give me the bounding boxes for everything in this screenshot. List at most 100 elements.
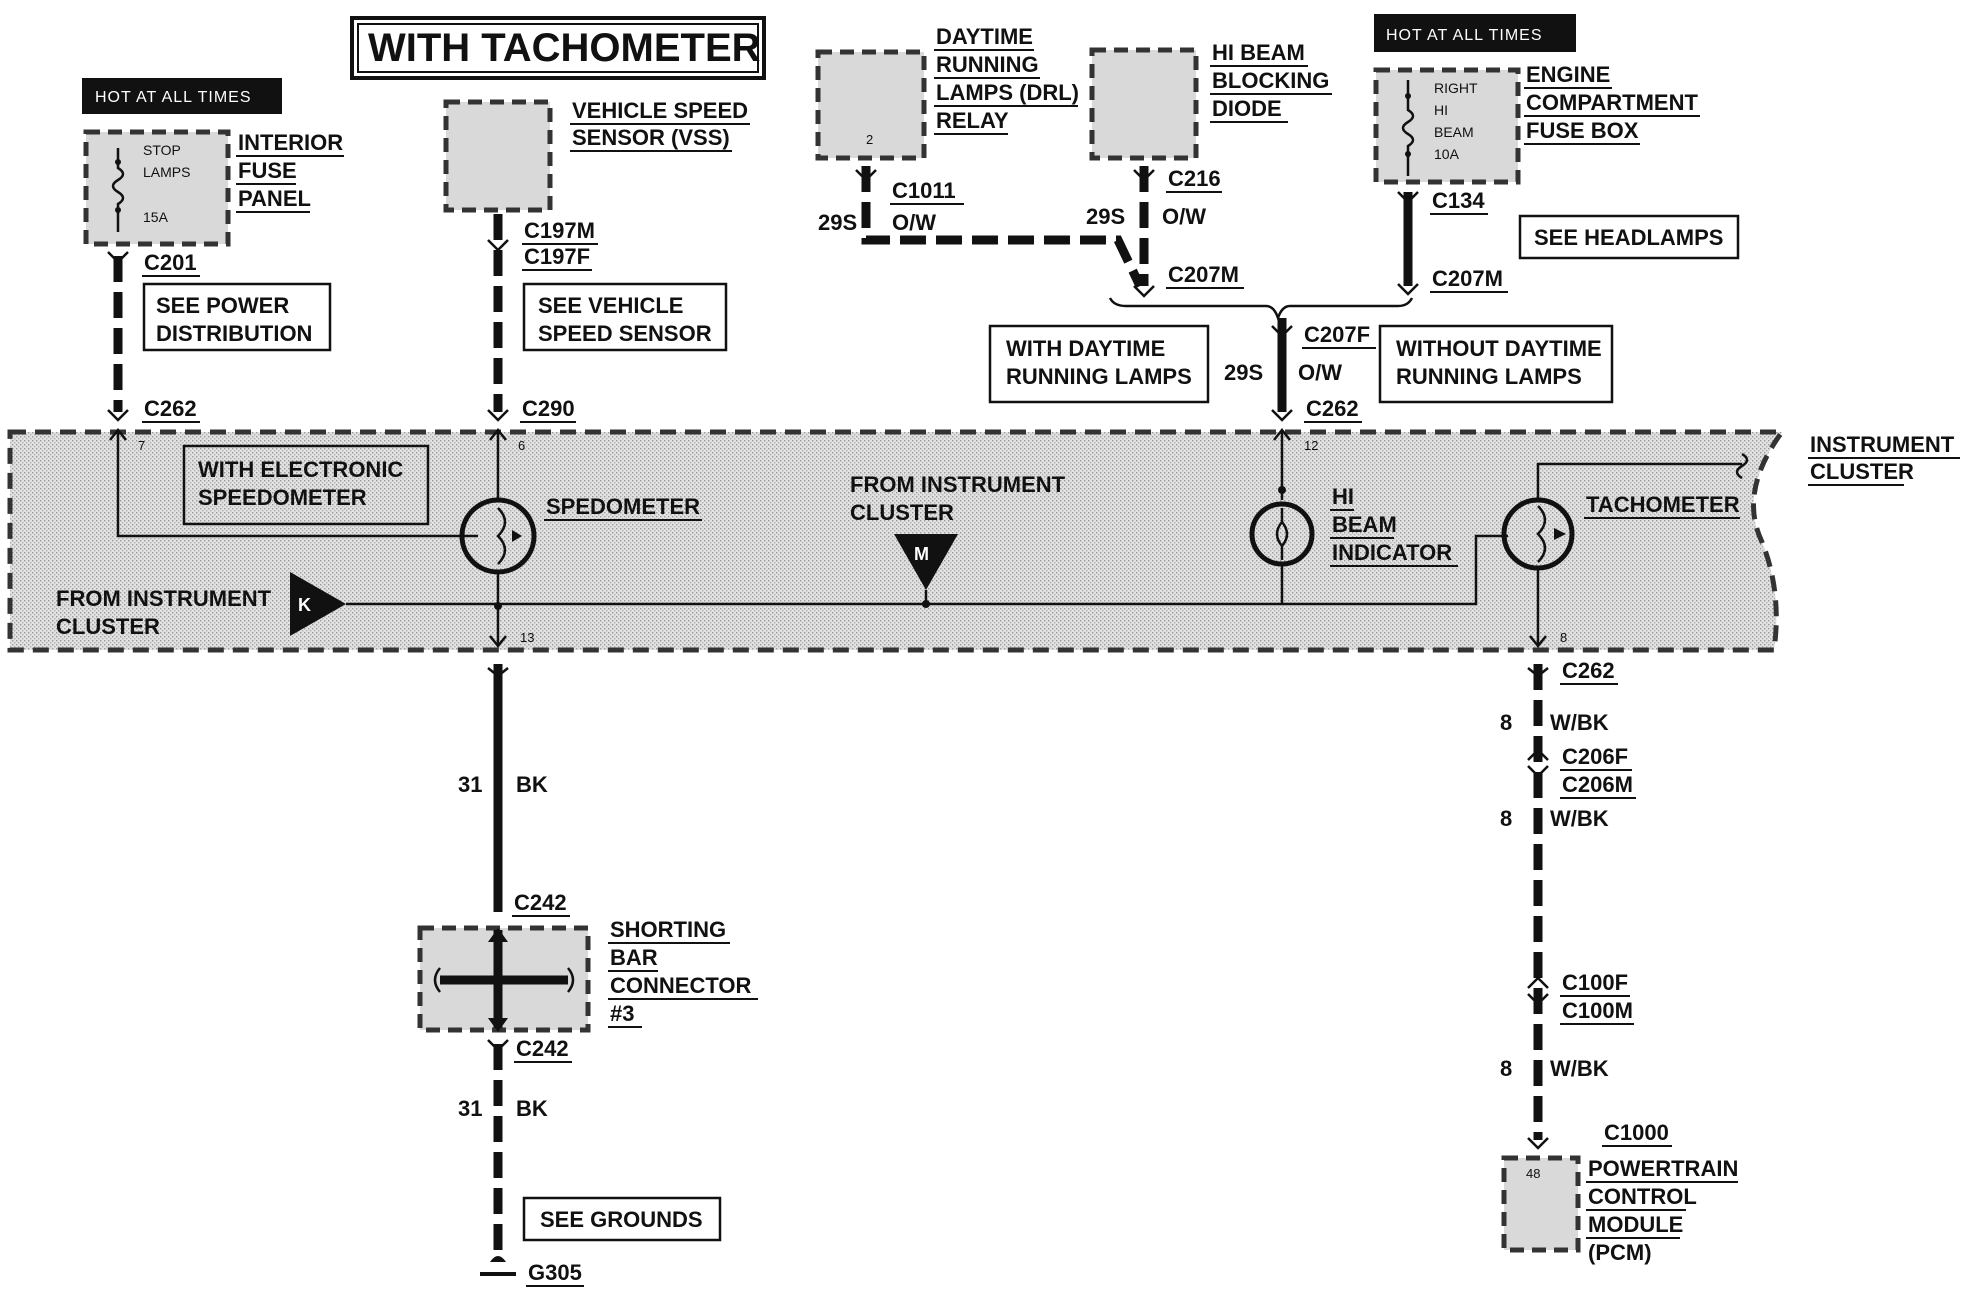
note-grounds [522,1196,722,1242]
reference-m-triangle [894,534,958,590]
tach-circuit-3: 8 [1500,1056,1512,1081]
note-headlamps [1518,214,1740,260]
note-vss-line-1: SEE VEHICLE [538,293,683,318]
connector-c100f: C100F [1562,970,1628,995]
shorting-bar-label-1: SHORTING [610,917,726,942]
drl-label-4: RELAY [936,108,1009,133]
note-power-line-1: SEE POWER [156,293,289,318]
pin-7: 7 [138,438,145,453]
connector-c201: C201 [144,250,197,275]
interior-fuse-label-3: PANEL [238,186,311,211]
connector-c290: C290 [522,396,575,421]
interior-fuse-label-2: FUSE [238,158,297,183]
pcm-label-1: POWERTRAIN [1588,1156,1738,1181]
pin-12: 12 [1304,438,1318,453]
vehicle-speed-sensor [443,99,553,213]
connector-c206m: C206M [1562,772,1633,797]
diode-color: O/W [1162,204,1206,229]
tach-color-1: W/BK [1550,710,1609,735]
speedometer-label: SPEDOMETER [546,494,700,519]
diode-circuit: 29S [1086,204,1125,229]
pcm-pin: 48 [1526,1166,1540,1181]
connector-c100m: C100M [1562,998,1633,1023]
tachometer-label: TACHOMETER [1586,492,1740,517]
note-with-drl [988,324,1210,404]
instrument-cluster-box [7,429,1787,653]
connector-c262-mid: C262 [1306,396,1359,421]
pin-6: 6 [518,438,525,453]
hot-label-right: HOT AT ALL TIMES [1386,27,1543,44]
shorting-bar-label-2: BAR [610,945,658,970]
connector-c207m-right: C207M [1432,266,1503,291]
vss-label-1: VEHICLE SPEED [572,98,748,123]
fuse-hi: HI [1434,102,1448,118]
ground-circuit-1: 31 [458,772,482,797]
splice-bar [1108,297,1414,322]
connector-c197f: C197F [524,244,590,269]
powertrain-control-module [1501,1155,1581,1253]
pcm-label-4: (PCM) [1588,1240,1652,1265]
hi-beam-label-1: HI [1332,484,1354,509]
shorting-bar-label-4: #3 [610,1001,634,1026]
connector-c197m: C197M [524,218,595,243]
wire-drl [861,166,1145,288]
drl-label-1: DAYTIME [936,24,1033,49]
drl-relay-pin: 2 [866,132,873,147]
ground-g305: G305 [528,1260,582,1285]
connector-c242-top: C242 [514,890,567,915]
drl-label-3: LAMPS (DRL) [936,80,1079,105]
mid-circuit: 29S [1224,360,1263,385]
pcm-label-3: MODULE [1588,1212,1683,1237]
engine-compartment-fuse-box [1373,67,1521,185]
reference-k-letter: K [298,595,311,615]
note-power-distribution [142,282,332,352]
diagram-title: WITH TACHOMETER [368,26,761,70]
note-with-electronic-speedometer [182,444,430,526]
interior-fuse-panel [83,129,231,247]
connector-c206f: C206F [1562,744,1628,769]
fuse-stop: STOP [143,142,181,158]
instrument-cluster-label-1: INSTRUMENT [1810,432,1955,457]
tach-circuit-2: 8 [1500,806,1512,831]
reference-k-triangle [290,572,346,636]
ground-circuit-2: 31 [458,1096,482,1121]
connector-c216: C216 [1168,166,1221,191]
interior-fuse-label-1: INTERIOR [238,130,343,155]
connector-c134: C134 [1432,188,1485,213]
fuse-right: RIGHT [1434,80,1478,96]
from-cluster-k-1: FROM INSTRUMENT [56,586,272,611]
tach-circuit-1: 8 [1500,710,1512,735]
engine-fuse-label-3: FUSE BOX [1526,118,1639,143]
pin-8: 8 [1560,630,1567,645]
pin-13: 13 [520,630,534,645]
ground-color-2: BK [516,1096,548,1121]
connector-c262-left: C262 [144,396,197,421]
reference-m-letter: M [914,544,929,564]
note-without-drl-2: RUNNING LAMPS [1396,364,1582,389]
note-power-line-2: DISTRIBUTION [156,321,312,346]
ground-color-1: BK [516,772,548,797]
fuse-lamps: LAMPS [143,164,190,180]
pcm-label-2: CONTROL [1588,1184,1697,1209]
note-vehicle-speed-sensor [522,282,728,352]
connector-c1000: C1000 [1604,1120,1669,1145]
note-without-drl [1378,324,1614,404]
tach-color-2: W/BK [1550,806,1609,831]
diode-label-1: HI BEAM [1212,40,1305,65]
tach-color-3: W/BK [1550,1056,1609,1081]
note-vss-line-2: SPEED SENSOR [538,321,712,346]
note-grounds-text: SEE GROUNDS [540,1207,703,1232]
connector-c242-bottom: C242 [516,1036,569,1061]
drl-label-2: RUNNING [936,52,1039,77]
note-headlamps-text: SEE HEADLAMPS [1534,225,1723,250]
drl-circuit: 29S [818,210,857,235]
note-with-drl-1: WITH DAYTIME [1006,336,1165,361]
note-electronic-line-1: WITH ELECTRONIC [198,457,403,482]
ground-symbol [480,1256,516,1276]
hi-beam-indicator-lamp [1249,501,1315,567]
engine-fuse-label-2: COMPARTMENT [1526,90,1698,115]
vss-label-2: SENSOR (VSS) [572,125,730,150]
hot-label-left: HOT AT ALL TIMES [95,89,252,106]
hot-at-all-times-right [1374,14,1576,52]
